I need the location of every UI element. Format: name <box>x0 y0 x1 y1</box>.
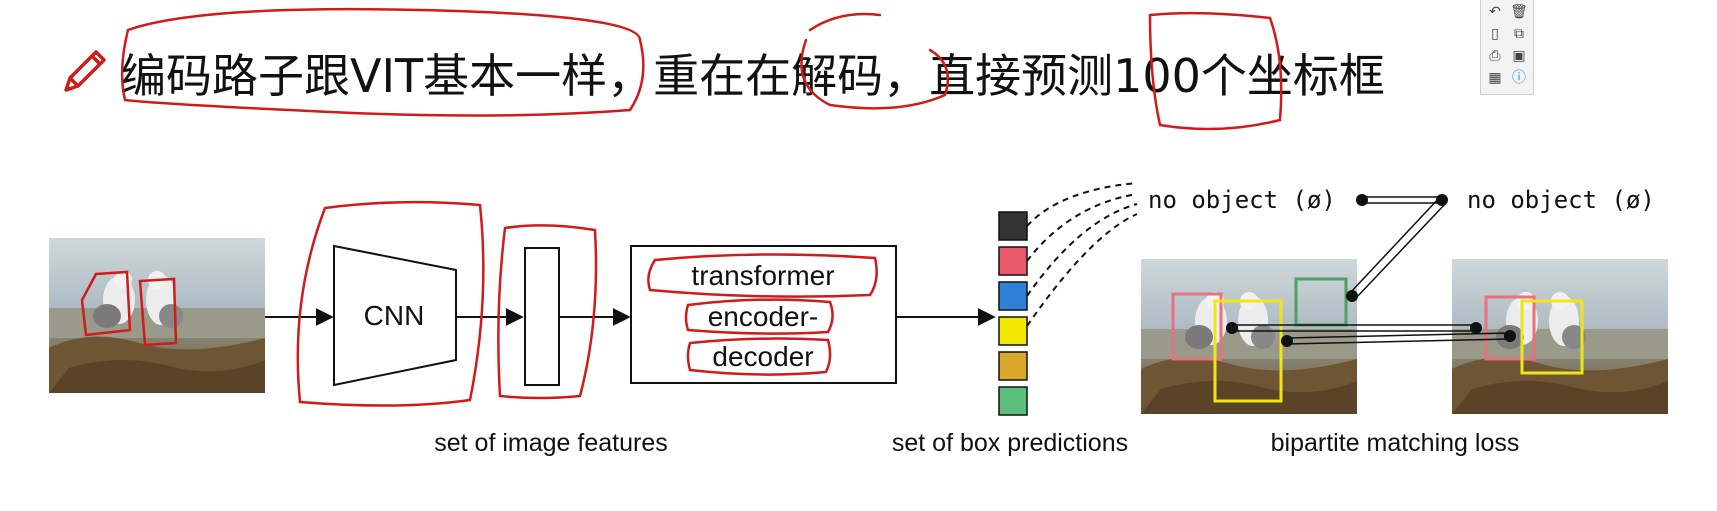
image-icon[interactable]: ▦ <box>1488 70 1502 86</box>
no-object-label-right: no object (ø) <box>1467 186 1655 214</box>
save-icon[interactable]: ▣ <box>1512 48 1526 64</box>
info-icon[interactable]: ⓘ <box>1512 70 1526 86</box>
image-features-block <box>524 247 560 386</box>
dashed-links <box>1026 182 1138 327</box>
caption-image-features: set of image features <box>434 429 667 457</box>
ground-truth-image <box>1452 259 1668 414</box>
prediction-box-5 <box>998 351 1028 381</box>
no-object-label-left: no object (ø) <box>1148 186 1336 214</box>
new-page-icon[interactable]: ▯ <box>1491 26 1499 42</box>
box-predictions <box>998 211 1028 416</box>
pencil-icon <box>64 50 106 92</box>
cnn-block <box>333 244 457 387</box>
print-icon[interactable]: ⎙ <box>1489 48 1501 64</box>
cnn-label: CNN <box>364 300 425 331</box>
transformer-line-1: transformer <box>691 260 834 291</box>
caption-matching-loss: bipartite matching loss <box>1271 429 1520 457</box>
prediction-box-4 <box>998 316 1028 346</box>
matching-dots <box>1226 194 1516 347</box>
prediction-box-3 <box>998 281 1028 311</box>
tool-panel: ↶ 🗑 ▯ ⧉ ⎙ ▣ ▦ ⓘ <box>1480 0 1534 95</box>
slide-heading: 编码路子跟VIT基本一样，重在在解码，直接预测100个坐标框 <box>120 49 1385 103</box>
transformer-block <box>630 245 897 384</box>
prediction-box-2 <box>998 246 1028 276</box>
trash-icon[interactable]: 🗑 <box>1510 4 1528 20</box>
caption-box-predictions: set of box predictions <box>892 429 1128 457</box>
matching-lines <box>1232 196 1511 345</box>
transformer-line-2: encoder- <box>708 301 819 332</box>
input-image <box>49 238 265 393</box>
red-annotations <box>80 7 1283 407</box>
prediction-box-1 <box>998 211 1028 241</box>
prediction-box-6 <box>998 386 1028 416</box>
undo-icon[interactable]: ↶ <box>1489 4 1501 20</box>
copy-icon[interactable]: ⧉ <box>1514 26 1524 42</box>
transformer-line-3: decoder <box>712 341 813 372</box>
